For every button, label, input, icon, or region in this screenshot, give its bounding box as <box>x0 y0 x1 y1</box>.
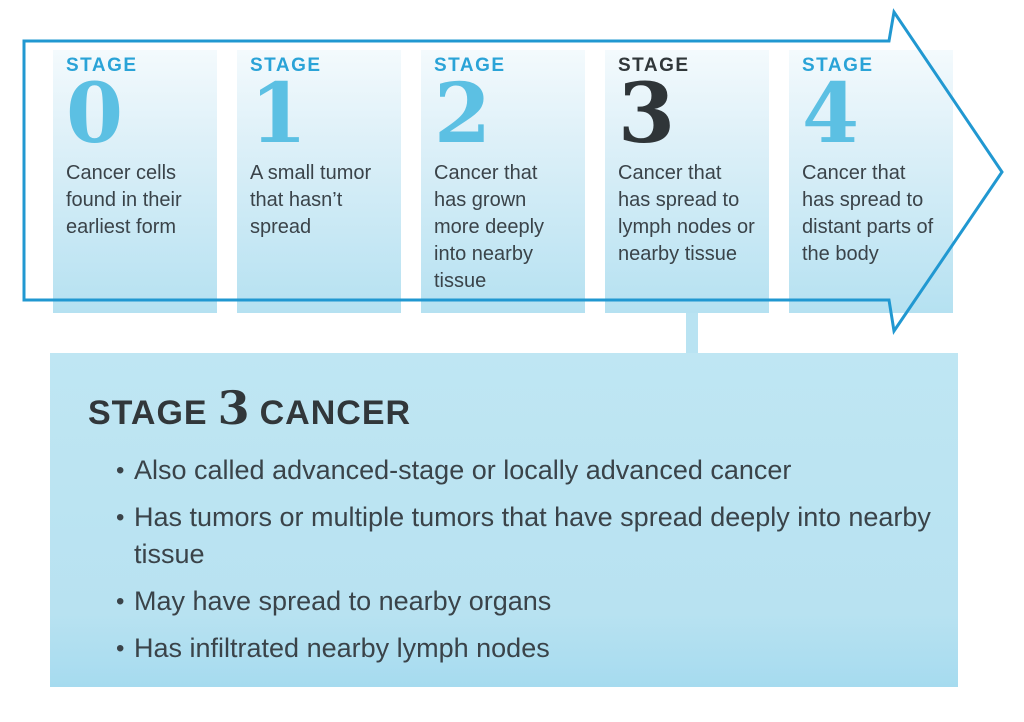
bullet-text: Has tumors or multiple tumors that have … <box>134 502 931 569</box>
stage-number: 1 <box>250 66 308 162</box>
stage3-detail-box: STAGE 3 CANCER Also called advanced-stag… <box>50 353 958 687</box>
stage-card-0: STAGE 0 Cancer cells found in their earl… <box>53 50 217 313</box>
stage-card-1: STAGE 1 A small tumor that hasn’t spread <box>237 50 401 313</box>
bullet-text: Has infiltrated nearby lymph nodes <box>134 633 550 663</box>
stage-description: Cancer that has spread to lymph nodes or… <box>618 162 755 266</box>
stage-description: Cancer that has grown more deeply into n… <box>434 162 545 293</box>
stage-number: 2 <box>434 66 492 162</box>
stage3-connector <box>686 311 698 355</box>
stage-number: 3 <box>618 66 676 162</box>
bullet-item: May have spread to nearby organs <box>116 583 958 620</box>
detail-bullet-list: Also called advanced-stage or locally ad… <box>88 452 958 667</box>
detail-title-suffix: CANCER <box>259 394 412 432</box>
bullet-text: Also called advanced-stage or locally ad… <box>134 455 792 485</box>
stage-description: Cancer that has spread to distant parts … <box>802 162 934 266</box>
detail-title-prefix: STAGE <box>88 394 208 432</box>
bullet-text: May have spread to nearby organs <box>134 586 552 616</box>
stage-description: A small tumor that hasn’t spread <box>250 162 372 239</box>
bullet-item: Has tumors or multiple tumors that have … <box>116 499 958 573</box>
bullet-item: Has infiltrated nearby lymph nodes <box>116 630 958 667</box>
stage-number: 4 <box>802 66 860 162</box>
stage-card-4: STAGE 4 Cancer that has spread to distan… <box>789 50 953 313</box>
stage-description: Cancer cells found in their earliest for… <box>66 162 182 239</box>
stage-card-2: STAGE 2 Cancer that has grown more deepl… <box>421 50 585 313</box>
detail-title-number: 3 <box>217 381 250 435</box>
stage-number: 0 <box>66 66 124 162</box>
detail-title: STAGE 3 CANCER <box>88 385 958 436</box>
bullet-item: Also called advanced-stage or locally ad… <box>116 452 958 489</box>
stage-card-3-highlighted: STAGE 3 Cancer that has spread to lymph … <box>605 50 769 313</box>
